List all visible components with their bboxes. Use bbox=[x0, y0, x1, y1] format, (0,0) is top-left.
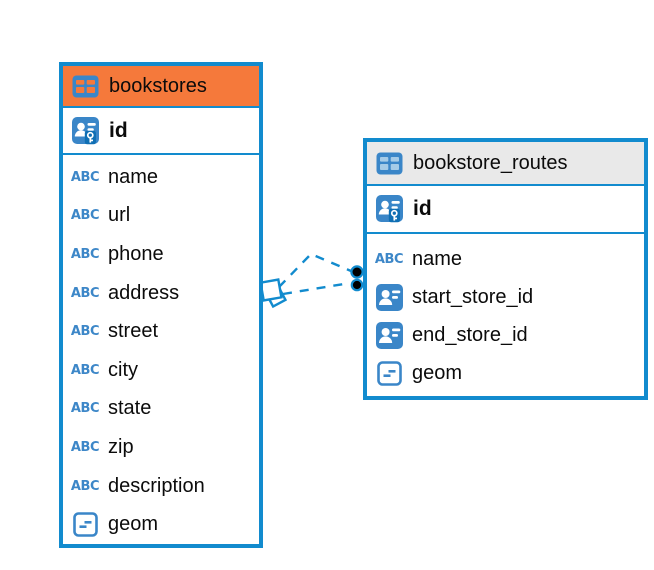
column-name: id bbox=[109, 118, 128, 142]
text-column-icon: ABC bbox=[70, 246, 100, 262]
column-name: state bbox=[108, 397, 152, 420]
column-name: geom bbox=[412, 361, 463, 384]
column-name: name bbox=[412, 247, 463, 270]
column-name: city bbox=[108, 358, 138, 381]
column-row[interactable]: end_store_id bbox=[367, 316, 644, 354]
primary-key-row[interactable]: id bbox=[367, 186, 644, 234]
text-column-icon: ABC bbox=[374, 251, 404, 267]
column-name: start_store_id bbox=[412, 285, 534, 308]
primary-key-row[interactable]: id bbox=[63, 108, 259, 155]
primary-key-icon bbox=[70, 116, 100, 145]
relationship-line-lower[interactable] bbox=[282, 281, 351, 296]
column-name: description bbox=[108, 474, 205, 497]
column-row[interactable]: ABC state bbox=[63, 390, 259, 429]
table-icon bbox=[70, 75, 100, 98]
primary-key-icon bbox=[374, 195, 404, 223]
table-header[interactable]: bookstore_routes bbox=[367, 142, 644, 186]
text-column-icon: ABC bbox=[70, 362, 100, 378]
column-row[interactable]: ABC name bbox=[367, 240, 644, 278]
text-column-icon: ABC bbox=[70, 439, 100, 455]
text-column-icon: ABC bbox=[70, 285, 100, 301]
column-name: zip bbox=[108, 435, 134, 458]
column-name: address bbox=[108, 281, 180, 304]
text-column-icon: ABC bbox=[70, 478, 100, 494]
column-row[interactable]: geom bbox=[63, 505, 259, 544]
column-row[interactable]: start_store_id bbox=[367, 278, 644, 316]
table-title: bookstores bbox=[109, 74, 207, 97]
relationship-line-upper[interactable] bbox=[278, 252, 352, 288]
column-name: phone bbox=[108, 242, 164, 265]
column-row[interactable]: ABC street bbox=[63, 312, 259, 351]
column-name: id bbox=[413, 197, 432, 220]
column-name: url bbox=[108, 204, 131, 227]
column-name: name bbox=[108, 165, 159, 188]
dot-end-marker bbox=[350, 265, 364, 292]
column-row[interactable]: ABC name bbox=[63, 158, 259, 197]
table-header[interactable]: bookstores bbox=[63, 66, 259, 108]
column-row[interactable]: ABC description bbox=[63, 467, 259, 506]
table-title: bookstore_routes bbox=[413, 151, 568, 174]
foreign-key-icon bbox=[374, 283, 404, 311]
column-row[interactable]: ABC city bbox=[63, 351, 259, 390]
foreign-key-icon bbox=[374, 321, 404, 349]
column-name: street bbox=[108, 320, 159, 343]
column-row[interactable]: geom bbox=[367, 354, 644, 392]
table-bookstore-routes[interactable]: bookstore_routes id ABC name start_store_i… bbox=[363, 138, 648, 400]
column-name: geom bbox=[108, 513, 159, 536]
text-column-icon: ABC bbox=[70, 401, 100, 417]
column-name: end_store_id bbox=[412, 323, 528, 346]
object-column-icon bbox=[70, 512, 100, 537]
text-column-icon: ABC bbox=[70, 208, 100, 224]
column-row[interactable]: ABC url bbox=[63, 197, 259, 236]
column-row[interactable]: ABC zip bbox=[63, 428, 259, 467]
text-column-icon: ABC bbox=[70, 169, 100, 185]
table-icon bbox=[374, 152, 404, 175]
column-row[interactable]: ABC phone bbox=[63, 235, 259, 274]
column-row[interactable]: ABC address bbox=[63, 274, 259, 313]
object-column-icon bbox=[374, 360, 404, 386]
text-column-icon: ABC bbox=[70, 324, 100, 340]
